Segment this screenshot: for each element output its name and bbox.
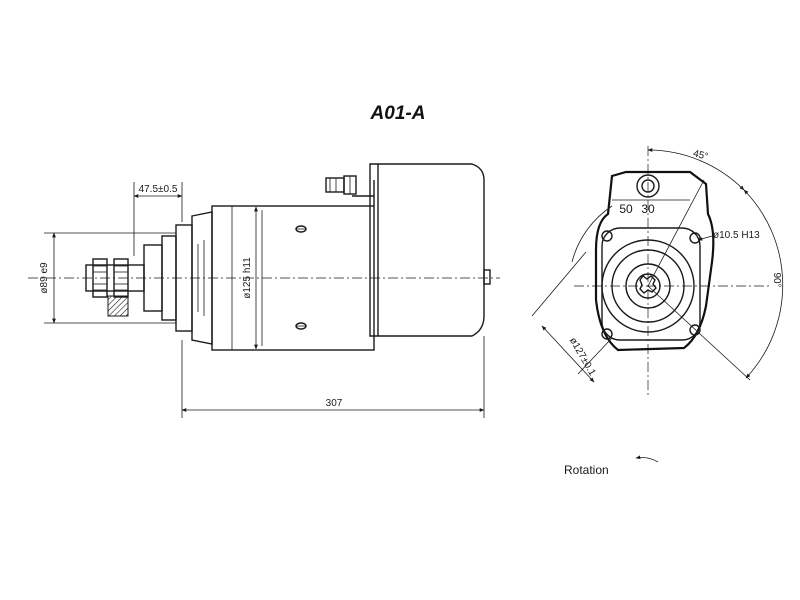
motor-body — [211, 205, 375, 351]
dim-flange-diameter: ø89 e9 — [39, 232, 176, 324]
mounting-hole — [601, 328, 613, 340]
dim-flange-diameter-label: ø89 e9 — [39, 262, 50, 294]
terminal-label-50: 50 — [619, 202, 633, 216]
dim-bolt-circle-label: ø127±0.1 — [567, 336, 598, 378]
dim-overall-length: 307 — [181, 336, 485, 418]
dim-angle-top-label: 45° — [692, 148, 709, 162]
drive-end-flange — [143, 211, 213, 345]
dim-angle-top: 45° — [647, 148, 745, 287]
solenoid — [325, 163, 491, 337]
dim-angle-right: 90° — [647, 189, 784, 381]
dim-overall-length-label: 307 — [326, 398, 343, 409]
end-view: 50 30 45° 90° ø10.5 H13 — [531, 146, 784, 396]
dim-hole-label: ø10.5 H13 — [713, 230, 760, 241]
mounting-hole — [601, 230, 613, 242]
dim-bolt-circle: ø127±0.1 — [531, 205, 613, 383]
side-view: 47.5±0.5 ø89 e9 ø125 h11 307 — [28, 163, 500, 418]
terminal-boot — [107, 295, 129, 317]
terminal-studs — [85, 258, 145, 317]
end-view-housing — [594, 170, 715, 352]
mounting-hole — [689, 324, 701, 336]
dim-body-diameter-label: ø125 h11 — [242, 257, 253, 299]
rotation-label: Rotation — [564, 463, 609, 477]
dim-body-diameter: ø125 h11 — [242, 206, 258, 350]
terminal-label-30: 30 — [641, 202, 655, 216]
rotation-indicator: Rotation — [564, 455, 659, 477]
drawing-title: A01-A — [370, 103, 426, 124]
dim-terminal-offset: 47.5±0.5 — [133, 182, 183, 256]
rotation-arrow-icon — [635, 455, 659, 463]
dim-hole: ø10.5 H13 — [697, 230, 760, 241]
dim-angle-right-label: 90° — [771, 272, 782, 287]
dim-terminal-offset-label: 47.5±0.5 — [139, 184, 178, 195]
